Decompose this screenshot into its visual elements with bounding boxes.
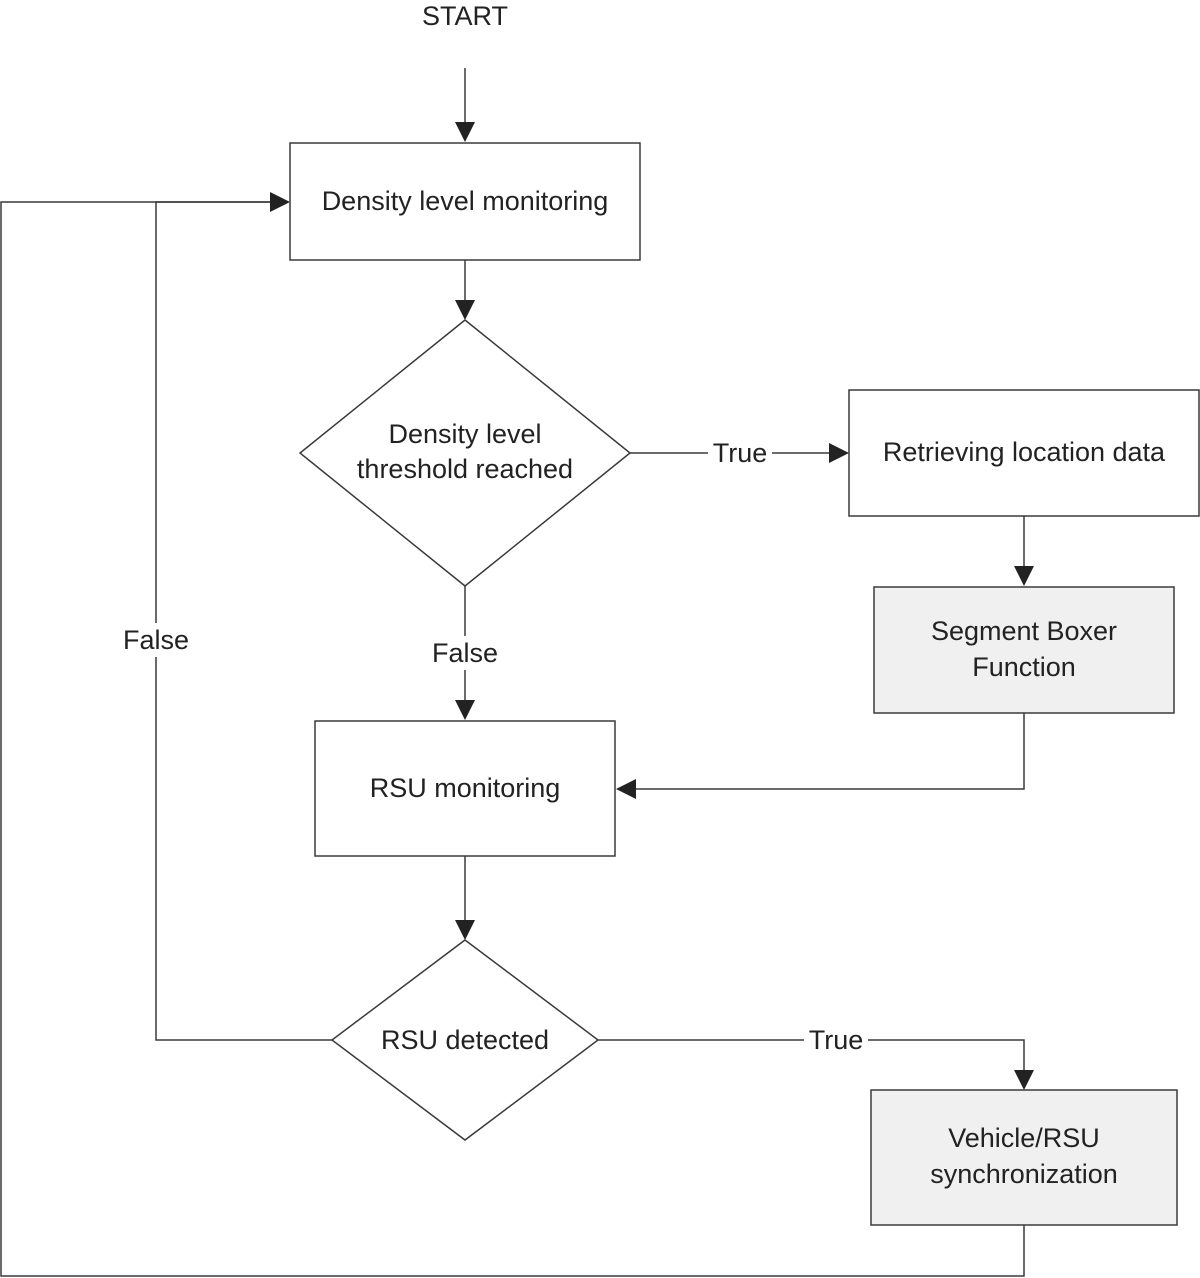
threshold-false-edge-label: False xyxy=(425,636,505,670)
segment-boxer-label-line1: Segment Boxer xyxy=(931,616,1117,646)
rsu-true-text: True xyxy=(809,1025,864,1055)
rsu-monitoring-node: RSU monitoring xyxy=(314,720,616,857)
rsu-detected-label: RSU detected xyxy=(381,1025,549,1055)
segment-boxer-label-line2: Function xyxy=(972,652,1076,682)
rsu-false-edge-label: False xyxy=(116,623,196,657)
rsu-false-text: False xyxy=(123,625,189,655)
arrowhead-location-to-boxer xyxy=(1014,566,1034,586)
edge-sync-outer-loop xyxy=(0,201,1025,1277)
start-label: START xyxy=(422,1,508,31)
arrowhead-threshold-false xyxy=(455,700,475,720)
retrieving-location-label: Retrieving location data xyxy=(883,437,1166,467)
arrowhead-boxer-to-rsu-monitoring xyxy=(616,779,636,799)
rsu-true-edge-label: True xyxy=(804,1023,868,1057)
retrieving-location-node: Retrieving location data xyxy=(848,389,1200,517)
vehicle-sync-label-line2: synchronization xyxy=(930,1159,1118,1189)
arrowhead-start-to-density xyxy=(455,122,475,142)
threshold-decision-label-line2: threshold reached xyxy=(357,454,573,484)
arrowhead-loop-to-density xyxy=(270,192,290,212)
threshold-true-edge-label: True xyxy=(708,436,772,470)
segment-boxer-node: Segment Boxer Function xyxy=(873,586,1175,714)
rsu-monitoring-label: RSU monitoring xyxy=(370,773,561,803)
arrowhead-rsu-monitoring-to-detected xyxy=(455,920,475,940)
edge-boxer-to-rsu-monitoring xyxy=(634,713,1025,790)
vehicle-sync-label-line1: Vehicle/RSU xyxy=(948,1123,1100,1153)
threshold-true-text: True xyxy=(713,438,768,468)
edge-rsu-true xyxy=(598,1039,1025,1072)
threshold-decision-node: Density level threshold reached xyxy=(298,319,632,587)
density-monitoring-node: Density level monitoring xyxy=(289,142,641,261)
vehicle-sync-node: Vehicle/RSU synchronization xyxy=(870,1089,1178,1226)
density-monitoring-label: Density level monitoring xyxy=(322,186,609,216)
edge-rsu-false-loop xyxy=(155,201,332,1041)
threshold-false-text: False xyxy=(432,638,498,668)
arrowhead-density-to-threshold xyxy=(455,300,475,320)
arrowhead-rsu-true xyxy=(1014,1070,1034,1090)
rsu-detected-node: RSU detected xyxy=(330,939,600,1141)
threshold-decision-label-line1: Density level xyxy=(388,419,541,449)
arrowhead-threshold-true xyxy=(829,443,849,463)
